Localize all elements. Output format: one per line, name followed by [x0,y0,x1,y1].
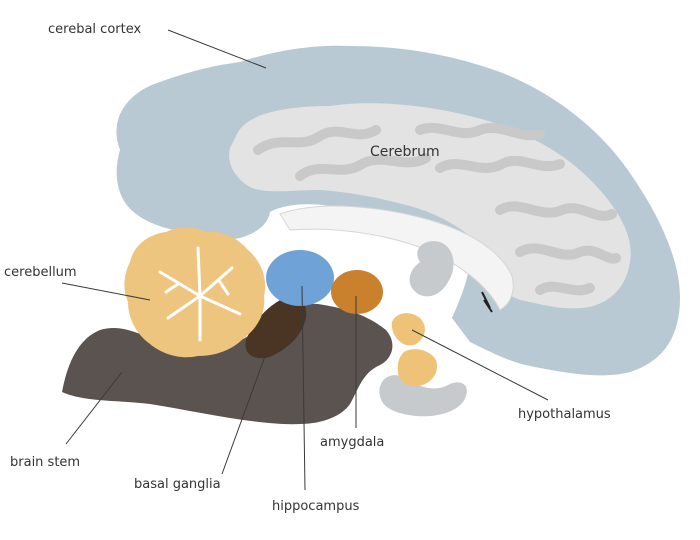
label-basal-ganglia: basal ganglia [134,477,221,492]
hippocampus-region [266,250,334,306]
label-amygdala: amygdala [320,435,384,450]
hypothalamus-region [392,313,437,386]
label-brain-stem: brain stem [10,455,80,470]
label-cerebrum: Cerebrum [370,144,440,160]
label-cerebral-cortex: cerebal cortex [48,22,141,37]
label-hippocampus: hippocampus [272,499,360,514]
label-cerebellum: cerebellum [4,265,77,280]
amygdala-region [331,270,383,314]
leader-cerebral-cortex [168,30,266,68]
ventricle-shape [410,241,454,296]
label-hypothalamus: hypothalamus [518,407,611,422]
cerebellum-group [124,228,265,358]
